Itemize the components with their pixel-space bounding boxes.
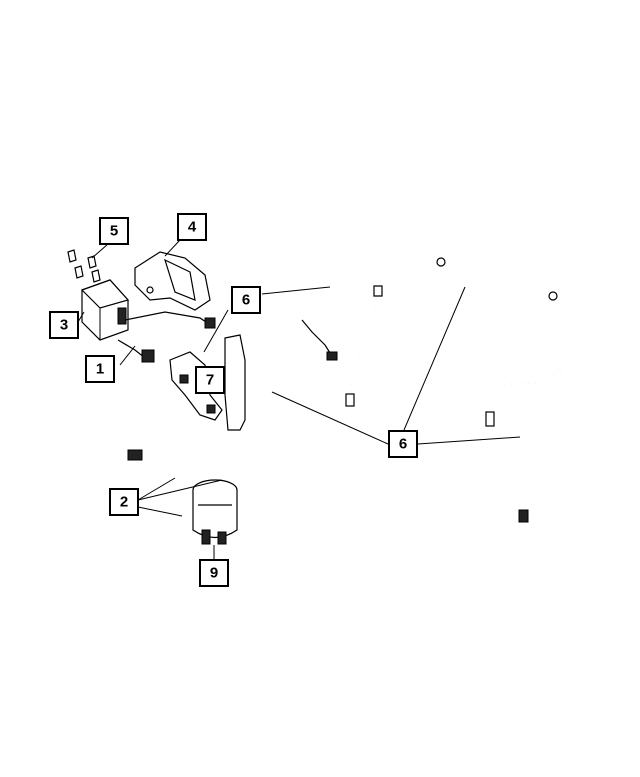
callout-label: 6 [242,292,250,309]
callout-7: 7 [195,366,225,394]
control-module [80,279,216,363]
callout-5: 5 [99,217,129,245]
bolts [67,249,101,283]
callout-6-lower: 6 [388,430,418,458]
callout-1: 1 [85,355,115,383]
harness-clip [436,257,446,267]
callout-label: 9 [210,565,218,582]
callout-4: 4 [177,213,207,241]
harness-end-connector [518,509,529,523]
harness-connector-pigtail [326,351,338,361]
harness-clip [548,291,558,301]
callout-label: 2 [120,494,128,511]
fuel-pump-canister [192,479,238,545]
callout-9: 9 [199,559,229,587]
module-connector [141,349,155,363]
callout-label: 5 [110,223,118,240]
wiring-harness-main [230,240,574,523]
harness-clip [373,285,383,297]
callout-label: 3 [60,317,68,334]
callout-2: 2 [109,488,139,516]
callout-label: 4 [188,219,197,236]
harness-connector-left [127,449,143,461]
harness-connector-right [485,411,495,427]
leader-lines [77,239,521,560]
callout-3: 3 [49,311,79,339]
callout-label: 6 [399,436,407,453]
callout-label: 7 [206,372,214,389]
callout-label: 1 [96,361,104,378]
module-bracket [134,251,216,329]
harness-connector-lower [345,393,355,407]
callout-6-upper: 6 [231,286,261,314]
